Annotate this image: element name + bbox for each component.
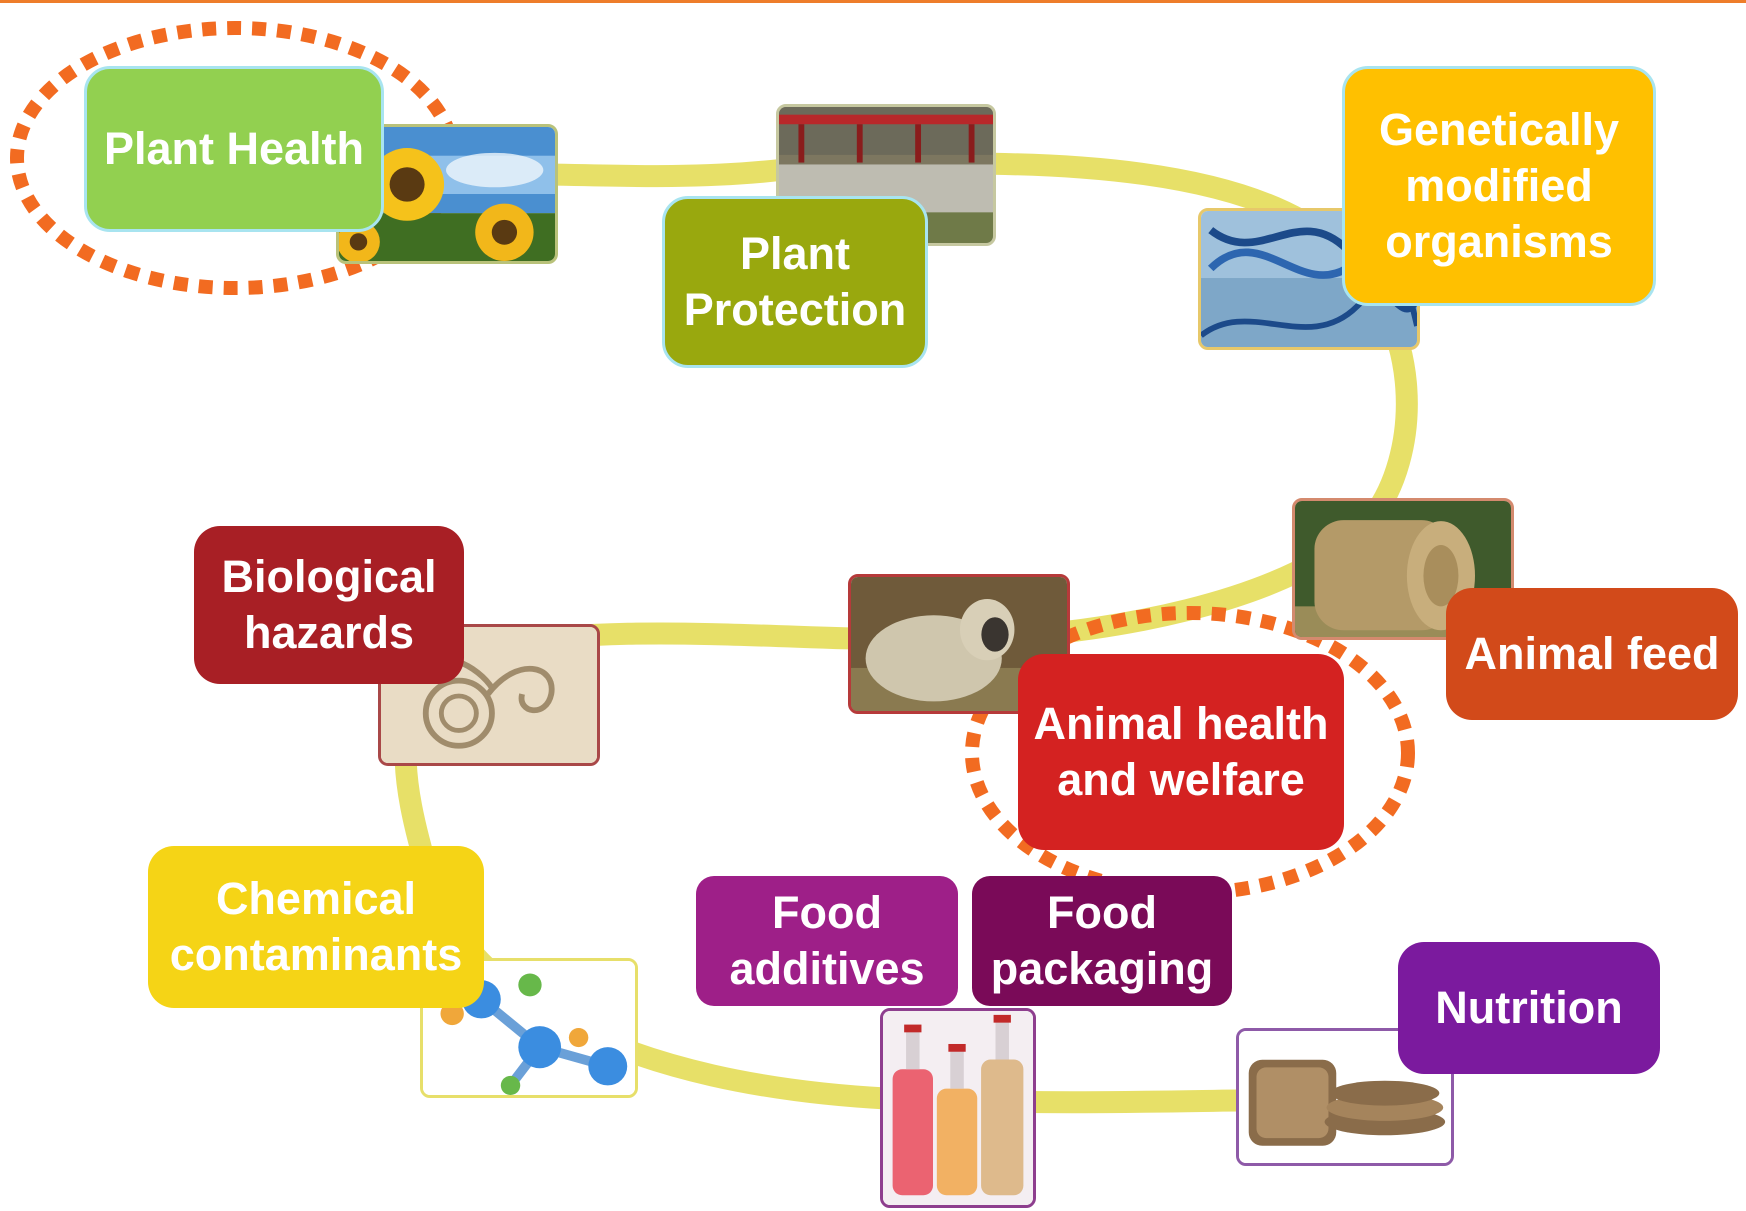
topic-biological-hazards[interactable]: Biological hazards	[194, 526, 464, 684]
topic-food-packaging[interactable]: Food packaging	[972, 876, 1232, 1006]
hay-bale-image	[1292, 498, 1514, 640]
topic-animal-health[interactable]: Animal health and welfare	[1018, 654, 1344, 850]
top-rule	[0, 0, 1746, 3]
topic-plant-protection[interactable]: Plant Protection	[662, 196, 928, 368]
topic-gmo[interactable]: Genetically modified organisms	[1342, 66, 1656, 306]
drink-bottles-image	[880, 1008, 1036, 1208]
topic-nutrition[interactable]: Nutrition	[1398, 942, 1660, 1074]
bread-slices-image	[1236, 1028, 1454, 1166]
topic-animal-feed[interactable]: Animal feed	[1446, 588, 1738, 720]
topic-chemical-contaminants[interactable]: Chemical contaminants	[148, 846, 484, 1008]
topic-plant-health[interactable]: Plant Health	[84, 66, 384, 232]
topic-food-additives[interactable]: Food additives	[696, 876, 958, 1006]
